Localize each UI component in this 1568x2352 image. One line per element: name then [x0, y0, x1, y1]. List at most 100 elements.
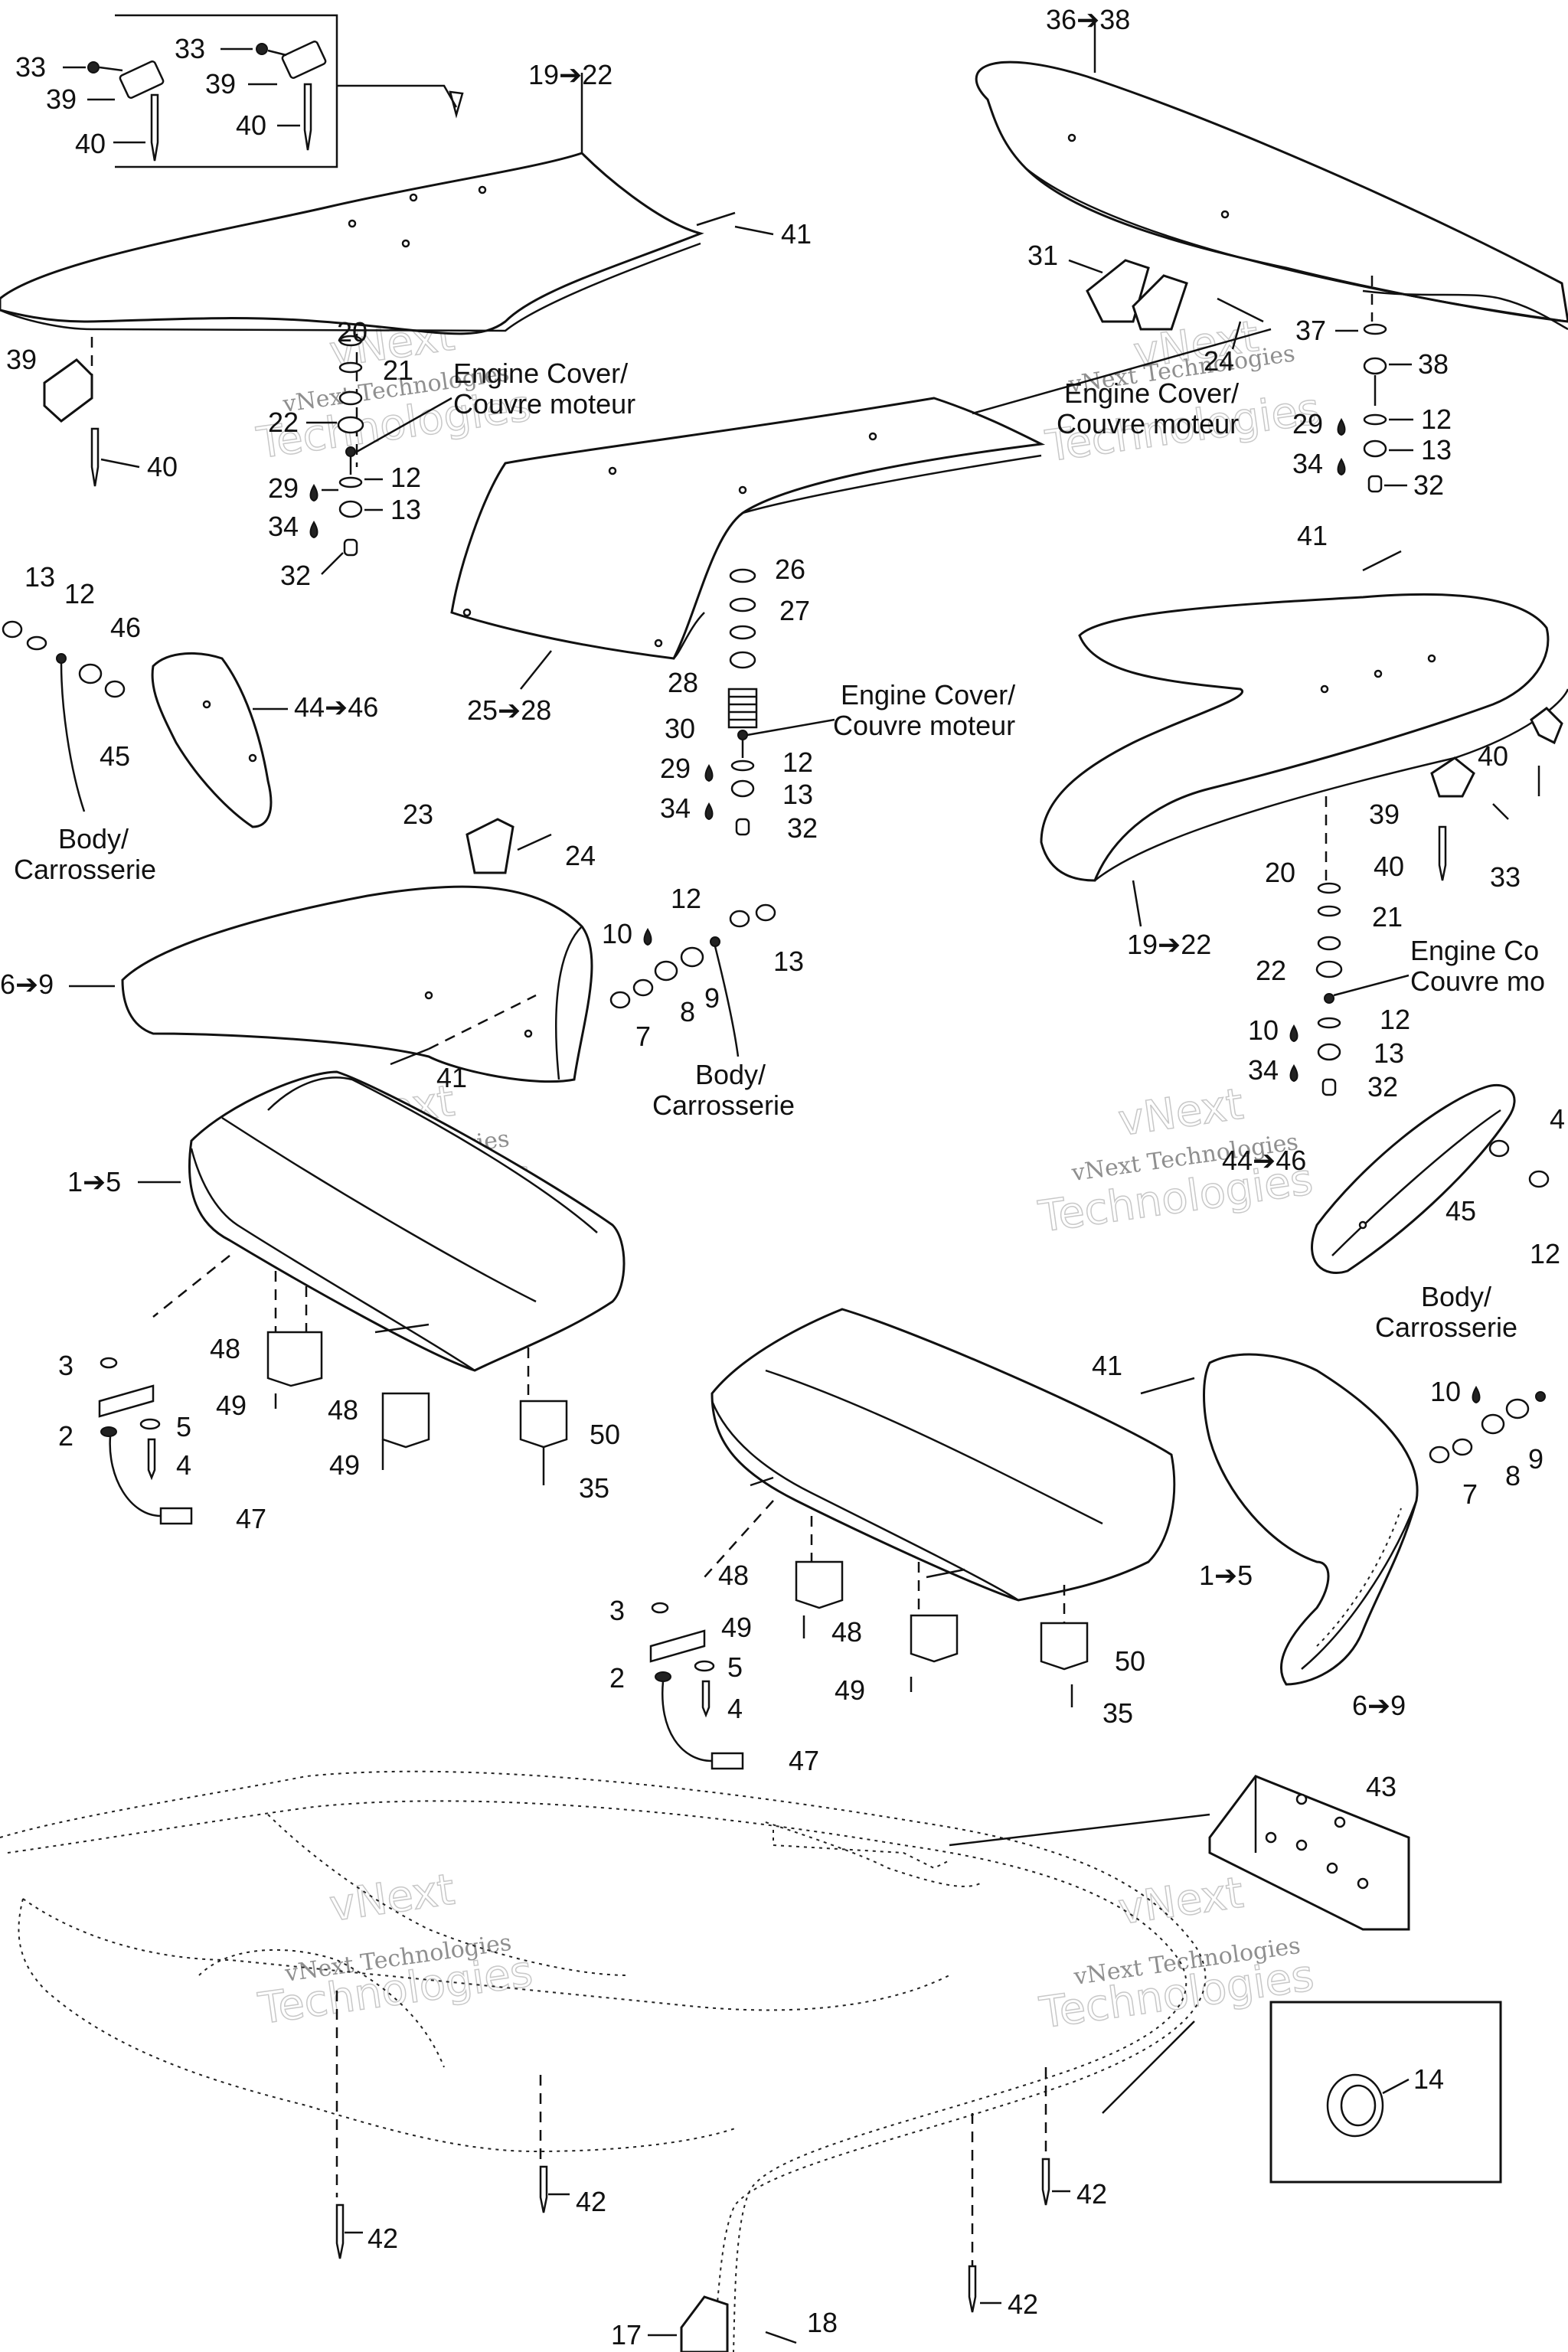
label-46: 46	[110, 612, 141, 643]
label-33: 33	[15, 51, 46, 83]
label-14: 14	[1413, 2063, 1444, 2095]
label-10: 10	[1430, 1376, 1461, 1407]
label-12: 12	[1380, 1004, 1410, 1035]
label-41: 41	[1092, 1350, 1122, 1381]
label-6-9: 6➔9	[0, 969, 54, 1000]
engine-cover-right-top	[975, 23, 1568, 331]
label-10: 10	[602, 918, 632, 949]
svg-text:vNext: vNext	[1116, 1868, 1246, 1935]
label-13: 13	[1374, 1037, 1404, 1069]
label-19-22: 19➔22	[1127, 929, 1211, 960]
arrow-14	[1102, 2020, 1195, 2114]
angle-plate-43	[1208, 1775, 1410, 1931]
note-engine-cover: Couvre moteur	[833, 710, 1015, 741]
body-fasteners-42	[335, 2158, 1050, 2313]
label-29: 29	[660, 753, 691, 784]
watermark-5: vNext vNext Technologies Technologies	[255, 1864, 537, 2035]
label-39: 39	[46, 83, 77, 115]
label-44-46: 44➔46	[294, 691, 378, 723]
label-48: 48	[831, 1616, 862, 1648]
label-42: 42	[1008, 2288, 1038, 2320]
label-8: 8	[1505, 1460, 1521, 1491]
label-30: 30	[665, 713, 695, 744]
label-40: 40	[236, 109, 266, 141]
hardware-row-left	[609, 903, 776, 1057]
label-12: 12	[64, 578, 95, 609]
note-engine-cover: Couvre moteur	[453, 388, 635, 420]
cover-right-lower	[1140, 1353, 1419, 1686]
label-10: 10	[1248, 1014, 1279, 1046]
note-body: Body/	[695, 1059, 766, 1090]
label-4: 4	[727, 1693, 743, 1724]
brackets-31	[1086, 259, 1264, 331]
label-42: 42	[1076, 2178, 1107, 2210]
seat-left-hardware	[98, 1357, 545, 1525]
label-13: 13	[773, 946, 804, 977]
label-22: 22	[1256, 955, 1286, 986]
note-body: Carrosserie	[1375, 1312, 1517, 1343]
label-39: 39	[1369, 799, 1400, 830]
label-50: 50	[590, 1419, 620, 1450]
label-50: 50	[1115, 1645, 1145, 1677]
label-39: 39	[205, 68, 236, 100]
label-12: 12	[671, 883, 701, 914]
arrow-43	[949, 1813, 1210, 1847]
label-36-38: 36➔38	[1046, 4, 1130, 35]
label-8: 8	[680, 996, 695, 1027]
label-5: 5	[176, 1411, 191, 1442]
label-19-22: 19➔22	[528, 59, 612, 90]
label-40: 40	[147, 451, 178, 482]
label-40: 40	[75, 128, 106, 159]
label-12: 12	[390, 462, 421, 493]
label-13: 13	[390, 494, 421, 525]
label-29: 29	[1292, 408, 1323, 439]
label-21: 21	[383, 354, 413, 386]
note-engine-cover: Engine Cover/	[841, 679, 1015, 710]
label-12: 12	[1421, 403, 1452, 435]
label-34: 34	[1248, 1054, 1279, 1086]
label-43: 43	[1366, 1771, 1396, 1802]
label-17: 17	[611, 2319, 642, 2350]
label-41: 41	[1297, 520, 1328, 551]
label-9: 9	[704, 982, 720, 1014]
label-49: 49	[329, 1449, 360, 1481]
label-48: 48	[718, 1560, 749, 1591]
left-bracket-39	[43, 337, 100, 487]
label-24: 24	[565, 840, 596, 871]
label-13: 13	[24, 561, 55, 593]
label-33: 33	[175, 33, 205, 64]
label-34: 34	[1292, 448, 1323, 479]
seat-left	[152, 1070, 626, 1449]
label-27: 27	[779, 595, 810, 626]
reference-labels: 33 39 40 33 39 40 19➔22 41 20 21 22 12 2…	[0, 4, 1565, 2350]
hardware-row-right	[1429, 1391, 1546, 1464]
label-49: 49	[216, 1390, 247, 1421]
note-engine-cover: Engine Co	[1410, 935, 1539, 966]
label-42: 42	[368, 2223, 398, 2254]
label-4: 4	[176, 1449, 191, 1481]
note-body: Carrosserie	[652, 1089, 795, 1121]
label-42: 42	[576, 2186, 606, 2217]
label-21: 21	[1372, 901, 1403, 933]
label-24: 24	[1204, 345, 1234, 377]
bottom-bracket-17	[680, 2295, 797, 2352]
label-34: 34	[268, 511, 299, 542]
note-body: Body/	[58, 823, 129, 854]
label-20: 20	[337, 316, 368, 348]
engine-cover-center	[450, 397, 1046, 660]
label-12: 12	[782, 746, 813, 778]
label-26: 26	[775, 554, 805, 585]
hardware-stack-left	[337, 335, 364, 557]
inset-detail-box	[87, 14, 464, 168]
hardware-stack-right-middle	[1315, 882, 1343, 1096]
label-32: 32	[1413, 469, 1444, 501]
label-3: 3	[609, 1595, 625, 1626]
label-49: 49	[835, 1674, 865, 1706]
label-6-9: 6➔9	[1352, 1690, 1406, 1721]
label-18: 18	[807, 2307, 838, 2338]
label-4: 4	[1550, 1103, 1565, 1135]
label-33: 33	[1490, 861, 1521, 893]
label-41: 41	[436, 1062, 467, 1093]
engine-cover-left	[0, 73, 704, 467]
